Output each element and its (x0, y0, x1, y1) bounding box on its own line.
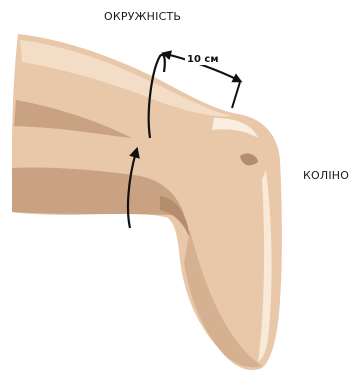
dimension-end-tick (232, 82, 240, 108)
knee-label: КОЛІНО (303, 169, 349, 182)
circumference-label: ОКРУЖНІСТЬ (104, 10, 181, 23)
distance-label: 10 см (185, 54, 221, 65)
